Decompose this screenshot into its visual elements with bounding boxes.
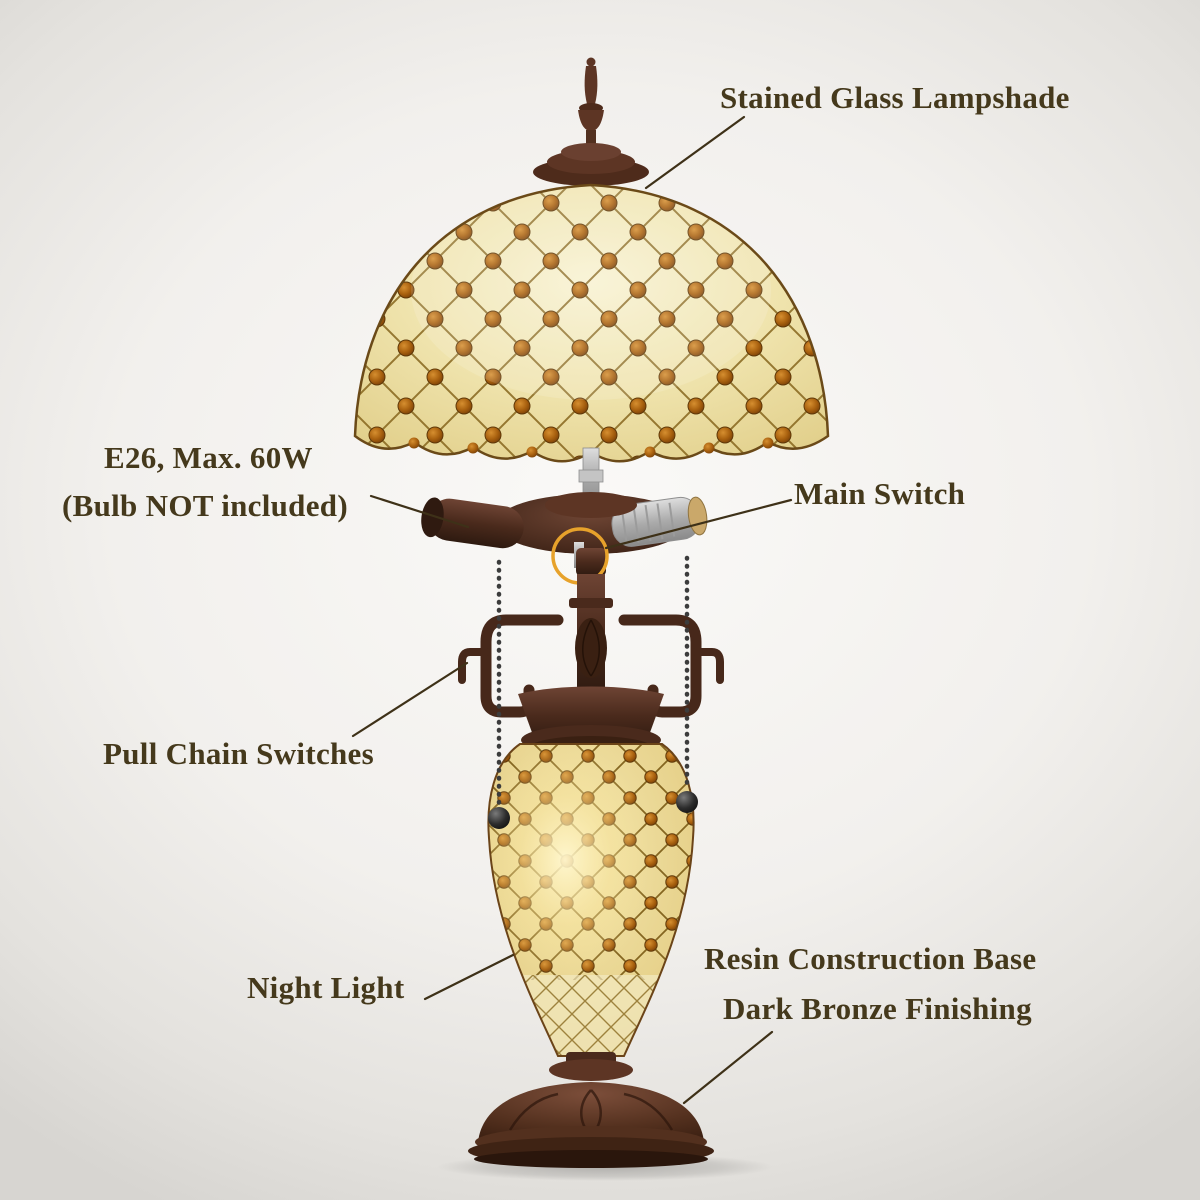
- leader-line-pull-chain: [351, 661, 469, 738]
- label-night-light: Night Light: [247, 970, 405, 1005]
- pull-chain-right: [676, 555, 698, 813]
- label-bulb-spec-line2: (Bulb NOT included): [62, 488, 348, 523]
- leader-line-night-light: [423, 953, 515, 1001]
- left-socket: [421, 497, 524, 549]
- stained-glass-lampshade: [353, 183, 830, 463]
- label-stained-glass-lampshade: Stained Glass Lampshade: [720, 80, 1070, 115]
- pull-chain-left: [488, 559, 510, 829]
- label-main-switch: Main Switch: [794, 476, 966, 511]
- label-base-line2: Dark Bronze Finishing: [723, 991, 1032, 1026]
- leader-line-base: [682, 1030, 774, 1105]
- night-light-body: [487, 743, 695, 1057]
- lamp-column: [569, 574, 613, 696]
- finial: [575, 57, 607, 154]
- socket-assembly: [421, 492, 708, 576]
- leader-line-lampshade: [644, 115, 746, 190]
- label-bulb-spec-line1: E26, Max. 60W: [104, 440, 313, 475]
- leader-line-bulb-spec: [369, 494, 470, 529]
- leader-line-main-switch: [604, 498, 793, 550]
- resin-base: [468, 1052, 714, 1168]
- label-base-line1: Resin Construction Base: [704, 941, 1037, 976]
- center-rod: [578, 447, 604, 507]
- leader-lines: [351, 115, 793, 1105]
- label-pull-chain-switches: Pull Chain Switches: [103, 736, 374, 771]
- shade-cap: [533, 143, 649, 186]
